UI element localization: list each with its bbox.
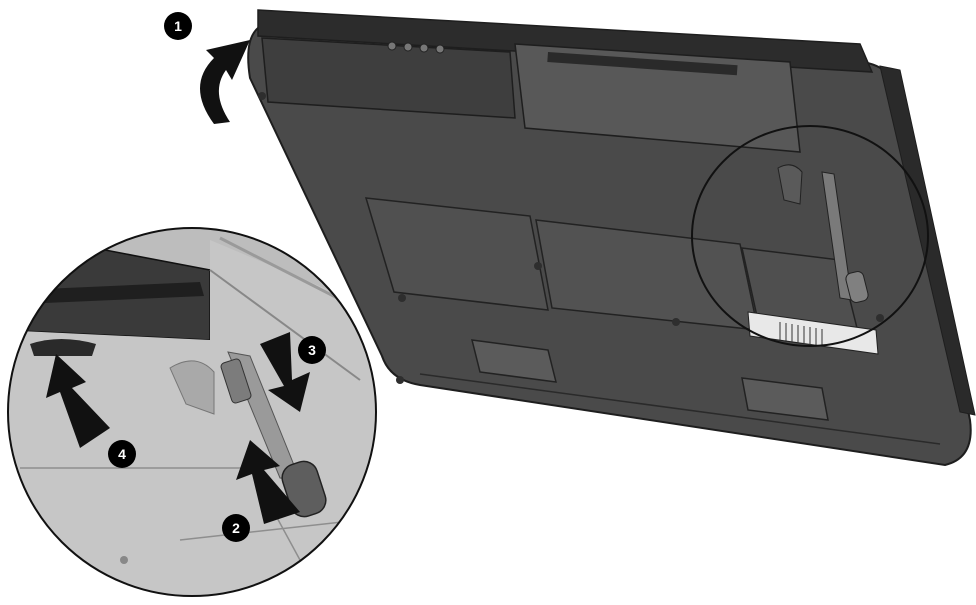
access-door-left — [364, 197, 549, 311]
callout-1: 1 — [164, 12, 192, 40]
slide-arrow-icon — [46, 354, 110, 448]
callout-label: 2 — [232, 520, 240, 536]
dock-connector-right — [741, 377, 829, 421]
zoom-latch-grip — [281, 460, 327, 518]
zoom-finger-notch — [169, 360, 215, 415]
slide-arrow-icon — [260, 332, 310, 412]
status-leds — [387, 41, 445, 54]
slide-arrow-icon — [236, 440, 300, 524]
serial-label-sticker — [747, 311, 879, 355]
rotate-arrow-icon — [200, 40, 250, 124]
callout-3: 3 — [298, 336, 326, 364]
laptop-rear-edge — [257, 9, 874, 73]
screw-holes — [258, 92, 884, 384]
callout-label: 3 — [308, 342, 316, 358]
magnify-circle-icon — [691, 125, 929, 347]
callout-4: 4 — [108, 440, 136, 468]
dock-connector-left — [471, 339, 557, 383]
zoom-latch-slider — [220, 358, 252, 404]
finger-notch — [777, 164, 803, 205]
zoom-inset — [7, 227, 377, 597]
callout-2: 2 — [222, 514, 250, 542]
callout-label: 1 — [174, 18, 182, 34]
bottom-seam — [419, 373, 941, 445]
laptop-underside — [247, 9, 976, 467]
latch-grip — [845, 271, 869, 303]
callout-label: 4 — [118, 446, 126, 462]
drive-slot — [547, 52, 738, 76]
